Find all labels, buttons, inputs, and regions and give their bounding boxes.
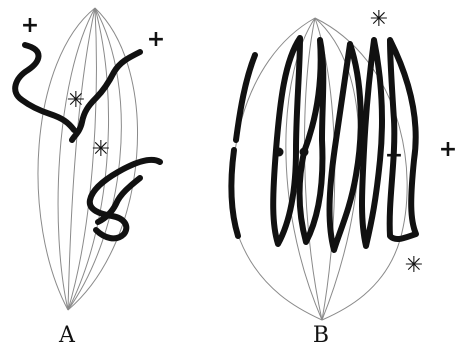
panel-b-label: B (313, 323, 329, 348)
chromosome-b2 (273, 38, 300, 244)
plus-marker-b-outer: + (439, 137, 457, 162)
plus-marker-a-top-right: + (147, 27, 165, 52)
plus-marker-b-inner: + (385, 143, 403, 168)
plus-marker-a-top-left: + (21, 13, 39, 38)
panel-b: ✳ + + ✳ B (231, 7, 457, 348)
star-marker-b-top: ✳ (370, 7, 388, 32)
chromosome-b3 (300, 40, 324, 242)
chromosome-a1 (15, 45, 74, 130)
panel-a-label: A (58, 323, 76, 348)
chromosome-b5 (362, 40, 382, 246)
centromere-b-left (275, 148, 284, 157)
panel-a-spindle (38, 8, 138, 310)
star-marker-a-lower: ✳ (92, 137, 110, 162)
star-marker-b-bottom: ✳ (405, 253, 423, 278)
star-marker-a-upper: ✳ (67, 88, 85, 113)
centromere-b-right (300, 148, 309, 157)
chromosome-b1-bottom (231, 150, 238, 236)
panel-a: + + ✳ ✳ A (15, 8, 165, 348)
chromosome-b4 (330, 44, 361, 250)
chromosome-b1-top (236, 55, 255, 140)
chromosome-a3 (90, 160, 160, 238)
